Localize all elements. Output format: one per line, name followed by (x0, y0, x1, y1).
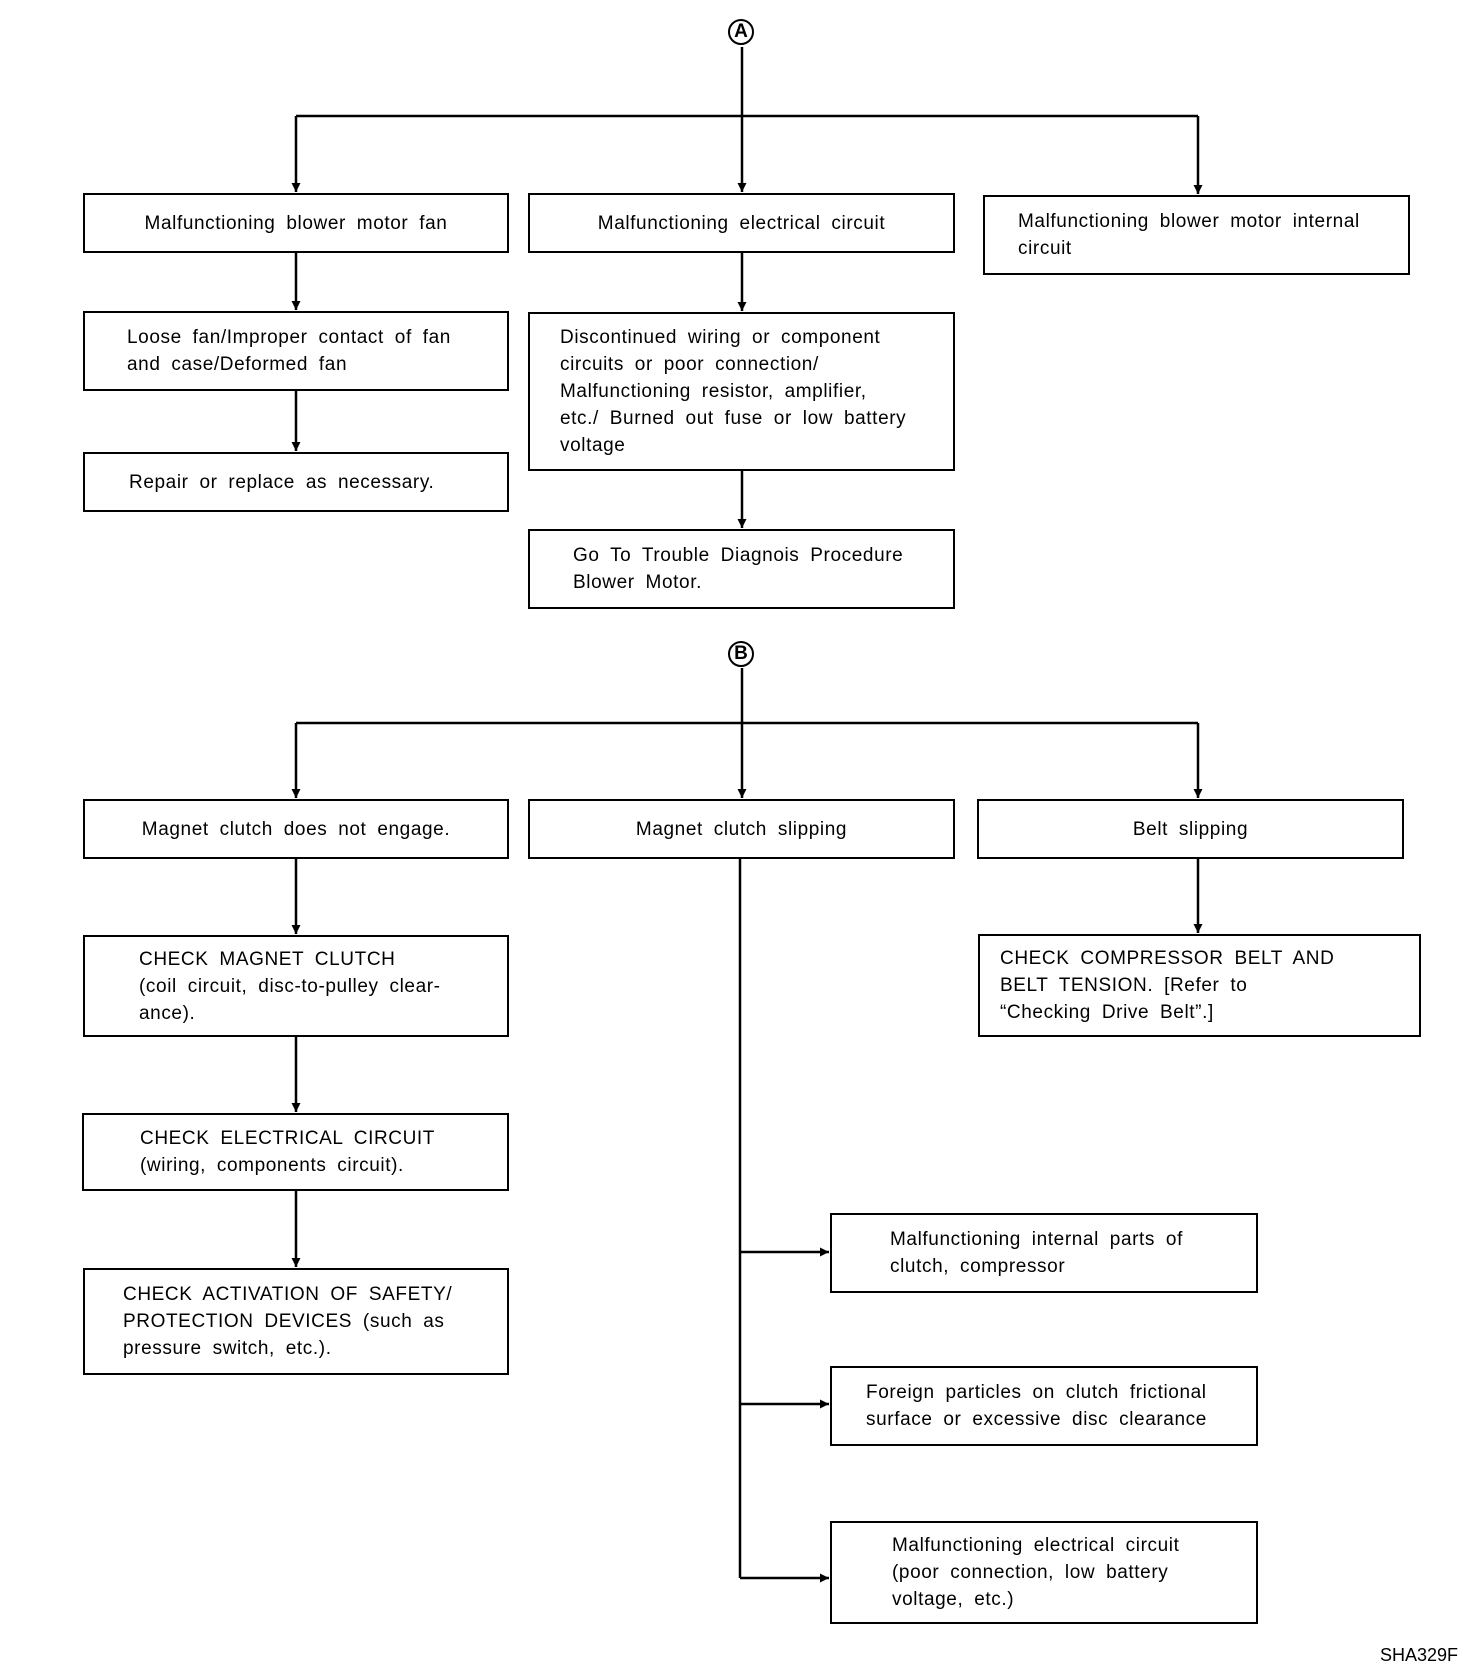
box-foreign-particles: Foreign particles on clutch frictional s… (830, 1366, 1258, 1446)
box-malfunctioning-internal-parts: Malfunctioning internal parts of clutch,… (830, 1213, 1258, 1293)
box-text: Malfunctioning electrical circuit (597, 212, 886, 234)
box-loose-fan: Loose fan/Improper contact of fan and ca… (83, 311, 509, 391)
box-check-magnet-clutch: CHECK MAGNET CLUTCH (coil circuit, disc-… (83, 935, 509, 1037)
box-text: Go To Trouble Diagnois Procedure Blower … (573, 545, 904, 593)
box-text: CHECK ACTIVATION OF SAFETY/ PROTECTION D… (123, 1284, 453, 1359)
connector-b: B (728, 641, 754, 667)
box-text: Malfunctioning blower motor fan (144, 212, 448, 234)
box-malfunctioning-blower-motor-internal: Malfunctioning blower motor internal cir… (983, 195, 1410, 275)
connector-a: A (728, 19, 754, 45)
box-text: Malfunctioning electrical circuit (poor … (892, 1535, 1180, 1610)
box-text: CHECK MAGNET CLUTCH (coil circuit, disc-… (139, 948, 441, 1024)
box-text: Foreign particles on clutch frictional s… (866, 1382, 1207, 1430)
box-text: Loose fan/Improper contact of fan and ca… (127, 327, 451, 375)
box-malfunctioning-electrical-circuit-b: Malfunctioning electrical circuit (poor … (830, 1521, 1258, 1624)
box-malfunctioning-electrical-circuit: Malfunctioning electrical circuit (528, 193, 955, 253)
box-text: Malfunctioning internal parts of clutch,… (890, 1229, 1183, 1277)
box-text: Discontinued wiring or component circuit… (560, 327, 907, 456)
box-discontinued-wiring: Discontinued wiring or component circuit… (528, 312, 955, 471)
figure-code: SHA329F (1379, 1645, 1458, 1665)
box-text: Belt slipping (1132, 818, 1249, 840)
box-text: Magnet clutch does not engage. (141, 818, 451, 840)
box-check-electrical-circuit: CHECK ELECTRICAL CIRCUIT (wiring, compon… (82, 1113, 509, 1191)
box-text: CHECK ELECTRICAL CIRCUIT (wiring, compon… (140, 1128, 436, 1176)
box-text: Magnet clutch slipping (635, 818, 848, 840)
box-text: CHECK COMPRESSOR BELT AND BELT TENSION. … (1000, 948, 1335, 1023)
box-go-to-trouble-diagnosis: Go To Trouble Diagnois Procedure Blower … (528, 529, 955, 609)
box-text: Repair or replace as necessary. (129, 471, 435, 493)
box-check-activation-safety-devices: CHECK ACTIVATION OF SAFETY/ PROTECTION D… (83, 1268, 509, 1375)
box-check-compressor-belt: CHECK COMPRESSOR BELT AND BELT TENSION. … (978, 934, 1421, 1037)
box-repair-or-replace: Repair or replace as necessary. (83, 452, 509, 512)
box-magnet-clutch-does-not-engage: Magnet clutch does not engage. (83, 799, 509, 859)
box-text: Malfunctioning blower motor internal cir… (1018, 211, 1360, 259)
box-belt-slipping: Belt slipping (977, 799, 1404, 859)
box-malfunctioning-blower-motor-fan: Malfunctioning blower motor fan (83, 193, 509, 253)
box-magnet-clutch-slipping: Magnet clutch slipping (528, 799, 955, 859)
